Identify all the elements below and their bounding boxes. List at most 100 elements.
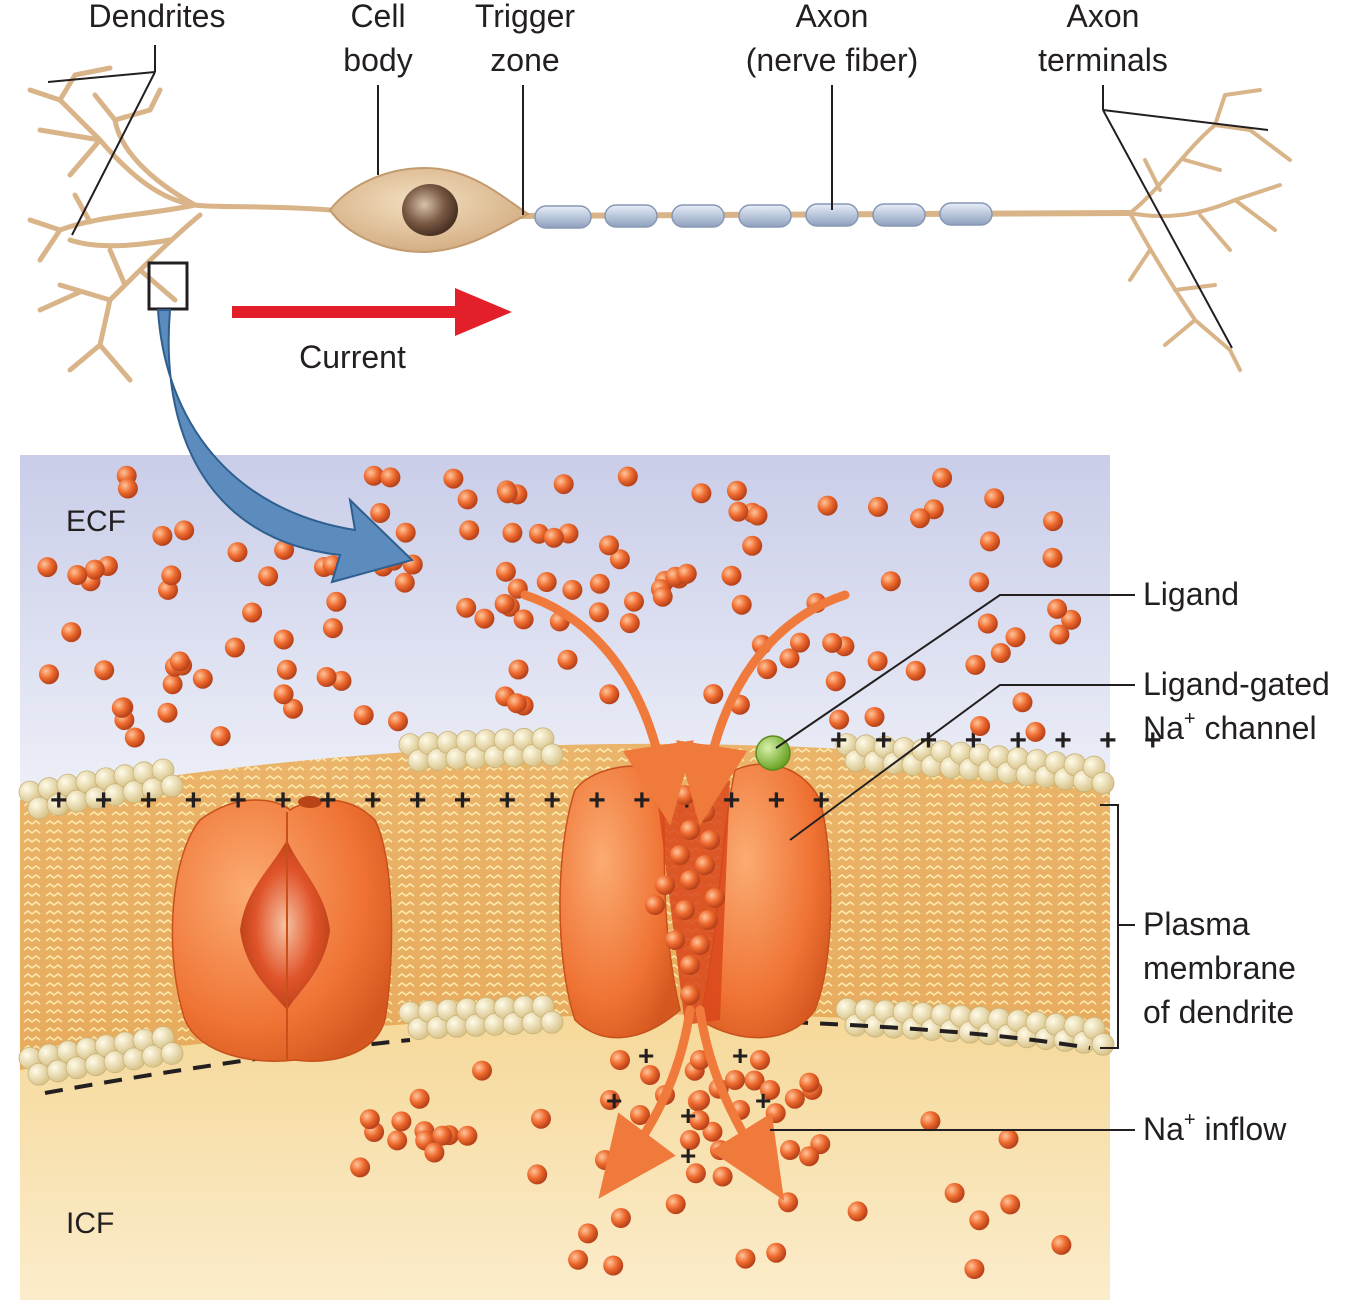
sodium-ion (969, 1210, 990, 1231)
ligand-gated-channel (559, 763, 832, 1039)
svg-text:+: + (638, 1040, 654, 1071)
sodium-ion (210, 726, 231, 747)
na-superscript: + (1183, 708, 1196, 731)
sodium-ion (680, 955, 700, 975)
sodium-ion (1047, 598, 1068, 619)
sodium-ion (1000, 1194, 1021, 1215)
sodium-ion (817, 495, 838, 516)
sodium-ion (84, 559, 105, 580)
sodium-ion (990, 643, 1011, 663)
closed-channel (171, 796, 393, 1062)
sodium-ion (258, 566, 279, 587)
sodium-ion (760, 1080, 780, 1100)
sodium-ion (600, 1090, 620, 1110)
sodium-ion (725, 1070, 745, 1090)
sodium-ion (370, 503, 391, 523)
sodium-ion (864, 707, 885, 727)
phospholipid-head (46, 1059, 70, 1083)
label-current: Current (270, 335, 435, 379)
neuron (27, 65, 1292, 383)
sodium-ion (690, 935, 710, 955)
sodium-ion (640, 1065, 660, 1085)
label-icf: ICF (66, 1207, 114, 1241)
label-ligand: Ligand (1143, 572, 1239, 616)
sodium-ion (695, 855, 715, 875)
sodium-ion (905, 660, 926, 681)
na-inflow-superscript: + (1183, 1109, 1196, 1132)
sodium-ion (316, 667, 337, 687)
sodium-ion (726, 480, 747, 501)
sodium-ion (536, 572, 557, 592)
sodium-ion (192, 668, 213, 689)
sodium-ion (645, 1145, 665, 1165)
sodium-ion (432, 1125, 453, 1146)
phospholipid-head (1091, 771, 1115, 795)
sodium-ion (610, 1050, 630, 1070)
label-ecf: ECF (66, 505, 126, 539)
sodium-ion (680, 870, 700, 890)
sodium-ion (409, 1088, 430, 1109)
label-cell-body-line1: Cell (350, 0, 406, 34)
sodium-ion (609, 549, 630, 570)
sodium-ion (822, 632, 843, 653)
sodium-ion (224, 637, 245, 658)
label-axon-terminals: Axon terminals (1008, 0, 1198, 82)
outer-plus-charges-left: + + + + + + + + + + + + + + + + + + (50, 784, 840, 817)
sodium-ion (353, 705, 374, 726)
label-icf-text: ICF (66, 1207, 115, 1240)
label-dendrites-text: Dendrites (88, 0, 226, 34)
sodium-ion (380, 467, 401, 488)
sodium-ion (825, 671, 846, 692)
inner-plus-charges: ++ ++ ++ (606, 1040, 771, 1171)
sodium-ion (527, 1164, 548, 1185)
sodium-ion (969, 572, 990, 593)
sodium-ion (944, 1182, 965, 1203)
svg-text:+: + (755, 1085, 771, 1116)
current-arrow (232, 288, 512, 336)
sodium-ion (965, 654, 986, 675)
sodium-ion (747, 505, 768, 526)
sodium-ion (508, 659, 529, 680)
label-axon-line1: Axon (795, 0, 869, 34)
sodium-ion (326, 591, 347, 612)
sodium-ion (557, 649, 578, 670)
outer-plus-charges-right: + + + + + + + + (830, 724, 1171, 757)
lower-phospholipid-heads (18, 994, 1115, 1086)
dendrites (27, 65, 333, 383)
zoom-box (147, 261, 189, 311)
sodium-ion (443, 468, 464, 489)
sodium-ion (61, 622, 82, 643)
sodium-ion (710, 1140, 730, 1160)
sodium-ion (1005, 627, 1026, 648)
sodium-ion (589, 573, 610, 594)
sodium-ion (920, 1111, 941, 1132)
sodium-ion (456, 597, 477, 618)
sodium-ion (700, 830, 720, 850)
sodium-ion (568, 1249, 589, 1270)
sodium-ion (457, 1125, 478, 1146)
sodium-ion (513, 609, 534, 630)
na-inflow-prefix: Na (1143, 1111, 1184, 1147)
label-ligand-gated-channel: Ligand-gated Na+ channel (1143, 662, 1330, 750)
sodium-ion (690, 1090, 710, 1110)
sodium-ion (394, 572, 415, 593)
sodium-ion (799, 1146, 820, 1167)
sodium-ion (1042, 547, 1063, 568)
sodium-ion (359, 1109, 380, 1130)
sodium-ion (1051, 1234, 1072, 1255)
membrane-panel: + + + + + + + + + + + + + + + + + + + + … (18, 455, 1171, 1300)
sodium-ion (67, 565, 88, 585)
label-plasma-membrane-line3: of dendrite (1143, 994, 1295, 1030)
sodium-ion (652, 586, 673, 607)
phospholipid-head (540, 1010, 564, 1034)
sodium-ion (162, 674, 183, 695)
sodium-ion (731, 594, 752, 615)
svg-text:+: + (680, 1140, 696, 1171)
sodium-ion (980, 531, 1000, 552)
sodium-ion (388, 711, 408, 732)
sodium-ion (910, 508, 930, 529)
label-na-inflow: Na+ inflow (1143, 1107, 1286, 1151)
phospholipid-head (160, 774, 184, 798)
sodium-ion (169, 651, 190, 672)
sodium-ion (117, 478, 138, 499)
